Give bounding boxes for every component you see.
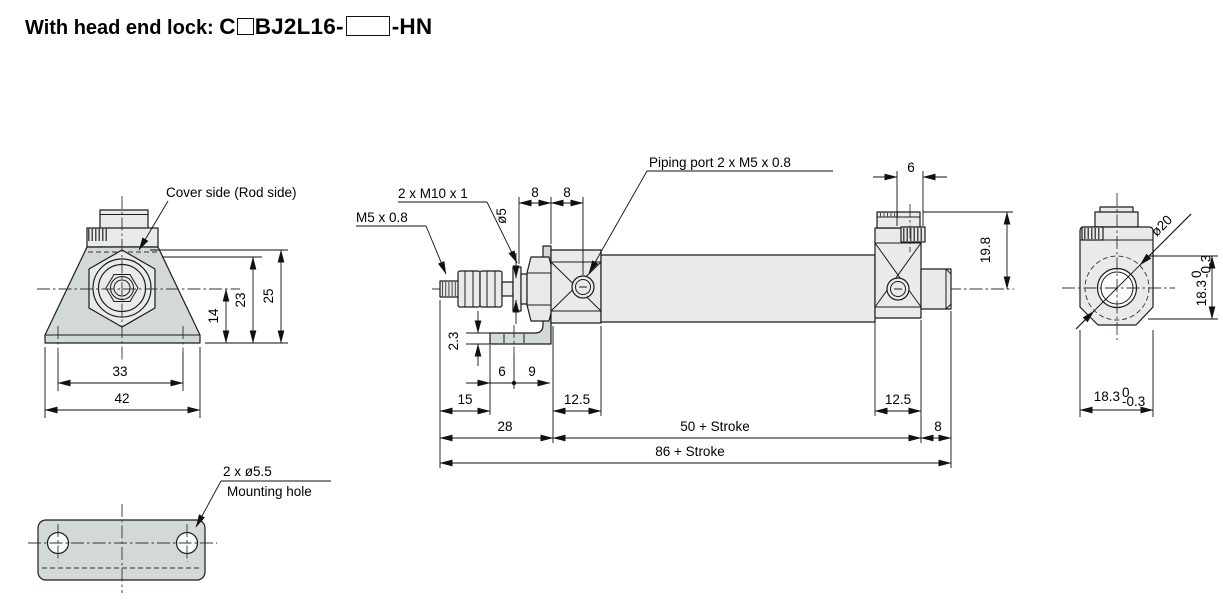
dim-18-3-horizontal-group: 18.3 0 -0.3 (1094, 385, 1146, 409)
dim-18-3-vertical: 18.3 (1194, 280, 1209, 306)
dim-12-5-front: 12.5 (564, 392, 590, 407)
dim-86-stroke: 86 + Stroke (655, 444, 724, 459)
dim-rod-dia: ø5 (494, 208, 509, 224)
l-bracket (489, 245, 552, 345)
piston-rod (501, 281, 514, 297)
rod-end-label: M5 x 0.8 (356, 210, 408, 225)
model-suffix: -HN (391, 14, 433, 39)
dim-50-stroke: 50 + Stroke (680, 419, 749, 434)
rod-cover-cap (99, 209, 149, 230)
mounting-hole-leader (195, 480, 222, 528)
dim-33: 33 (112, 364, 127, 379)
model-placeholder-box-large (345, 16, 390, 36)
dim-6: 6 (498, 364, 506, 379)
title-prefix: With head end lock: (25, 17, 220, 39)
hole-size-label: 2 x ø5.5 (223, 464, 272, 479)
dim-25: 25 (261, 288, 276, 303)
dim-28: 28 (497, 419, 512, 434)
cylinder-tube (600, 254, 876, 323)
dim-8-boss: 8 (934, 419, 942, 434)
end-view: ø20 18.3 0 -0.3 18.3 0 -0.3 (1062, 193, 1218, 417)
end-view-dimensions: ø20 18.3 0 -0.3 18.3 0 -0.3 (1075, 212, 1218, 417)
dim-15: 15 (457, 392, 472, 407)
rod-washer (520, 273, 528, 305)
tolerance-upper: 0 (1189, 270, 1204, 278)
dim-lock-width: 6 (907, 160, 915, 175)
dim-18-3-vertical-group: 18.3 0 -0.3 (1189, 255, 1214, 307)
dim-12-5-rear: 12.5 (885, 392, 911, 407)
dim-9: 9 (528, 364, 536, 379)
rod-nut-2 (479, 270, 503, 308)
rod-thread-leader (486, 201, 518, 264)
side-view-dimensions: 8 8 ø5 6 19.8 2. (439, 160, 1013, 468)
dim-42: 42 (114, 391, 129, 406)
tolerance-upper-h: 0 (1122, 385, 1130, 400)
dim-14: 14 (206, 308, 221, 324)
side-view-geometry (432, 204, 1014, 345)
end-view-geometry (1062, 193, 1175, 340)
model-number: C BJ2L16- -HN (219, 14, 432, 39)
front-view-geometry (37, 196, 240, 360)
page-title: With head end lock: C BJ2L16- -HN (25, 14, 432, 40)
lock-cap-end (1094, 211, 1139, 228)
cover-side-leader (138, 200, 169, 251)
rod-flange (512, 266, 522, 312)
piping-port-label: Piping port 2 x M5 x 0.8 (649, 155, 791, 170)
lock-cap (876, 211, 921, 229)
rod-nut-1 (457, 270, 481, 308)
side-view-labels: 2 x M10 x 1 M5 x 0.8 Piping port 2 x M5 … (356, 155, 833, 275)
side-view: 2 x M10 x 1 M5 x 0.8 Piping port 2 x M5 … (356, 155, 1014, 468)
dim-18-3-horizontal: 18.3 (1094, 389, 1120, 404)
rod-thread-label: 2 x M10 x 1 (398, 186, 468, 201)
dim-8-right: 8 (563, 185, 571, 200)
model-mid: BJ2L16- (254, 14, 344, 39)
rod-cover-head (86, 227, 159, 248)
dim-23: 23 (233, 292, 248, 307)
piping-port-leader (588, 170, 648, 274)
mounting-plate (37, 519, 206, 581)
model-prefix: C (219, 14, 236, 39)
dim-2-3: 2.3 (446, 332, 461, 351)
cover-side-label: Cover side (Rod side) (166, 185, 297, 200)
model-placeholder-box-small (236, 18, 254, 35)
tolerance-lower: -0.3 (1199, 255, 1214, 278)
mounting-hole-label: Mounting hole (227, 484, 312, 499)
dim-8-left: 8 (531, 185, 539, 200)
rod-end-leader (425, 225, 447, 275)
dim-19-8: 19.8 (978, 237, 993, 263)
piston-rod-hex-socket (105, 274, 139, 302)
tolerance-lower-h: -0.3 (1122, 394, 1145, 409)
front-view: 14 23 25 33 42 Cover side (Rod side) (37, 185, 297, 418)
front-view-dimensions: 14 23 25 33 42 Cover side (Rod side) (44, 185, 297, 418)
plate-view: 2 x ø5.5 Mounting hole (28, 464, 331, 593)
rod-cover-nut (526, 256, 554, 322)
